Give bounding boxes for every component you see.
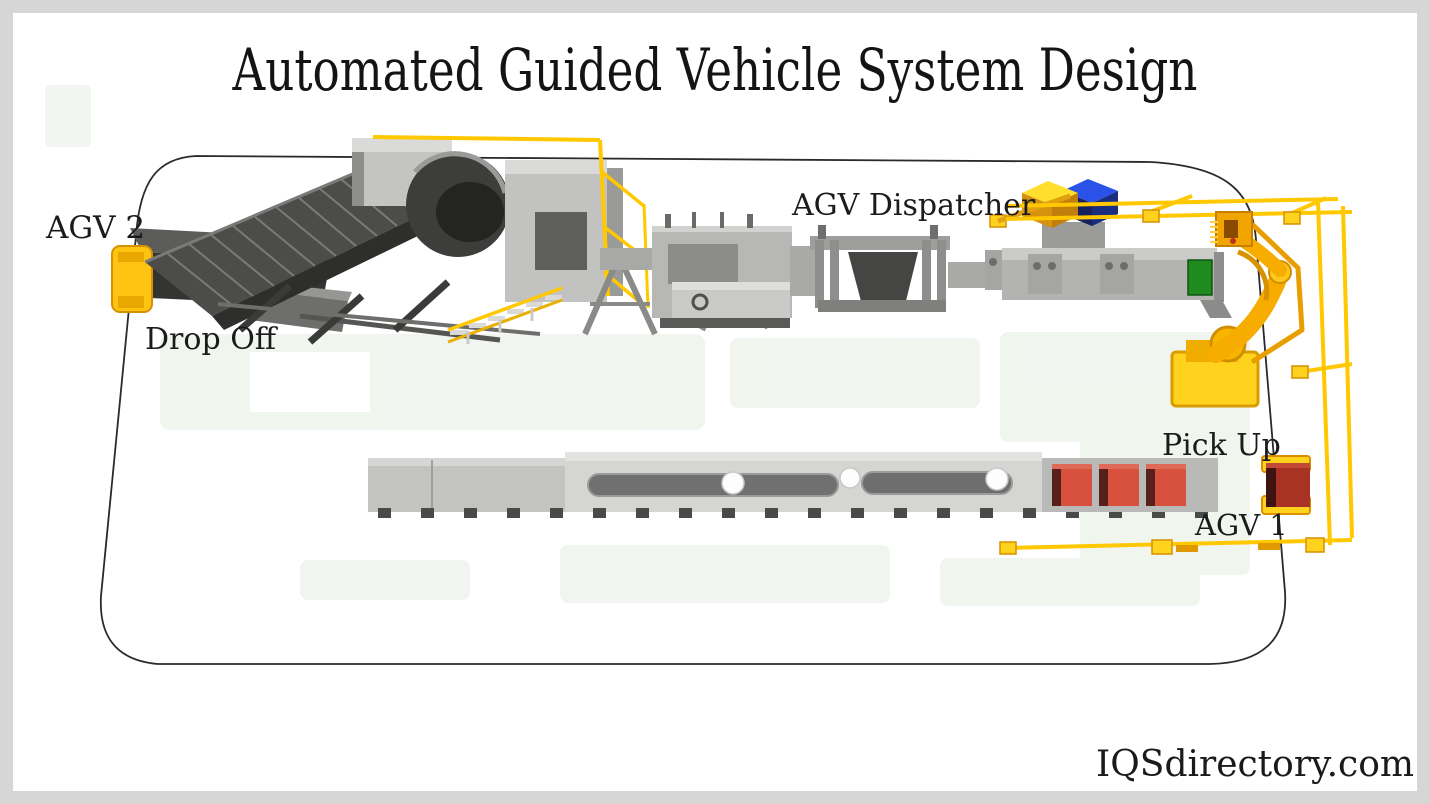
label-agv-dispatcher: AGV Dispatcher [792,188,1036,223]
agv-guide-path [999,194,1354,555]
floor-outline [99,155,1287,665]
processing-machine-1 [652,212,824,328]
outfeed-conveyor [985,222,1232,318]
watermark: IQSdirectory.com [1096,744,1414,785]
assembly-conveyor [368,452,1218,518]
floor-reflection-ghosts [45,85,1250,606]
label-drop-off: Drop Off [145,322,277,357]
label-agv-1: AGV 1 [1195,508,1288,542]
agv-1-vehicle [1261,455,1311,515]
hopper-machine [352,138,623,302]
cargo-boxes [1052,464,1186,506]
agv-dispatcher-unit [989,179,1118,228]
agv-2-vehicle [111,245,153,313]
label-agv-2: AGV 2 [46,210,146,246]
label-pick-up: Pick Up [1162,428,1281,463]
press-machine [810,225,950,312]
stairs [447,286,563,344]
robot-arm-icon [1170,211,1305,408]
page-title: Automated Guided Vehicle System Design [232,36,1198,104]
